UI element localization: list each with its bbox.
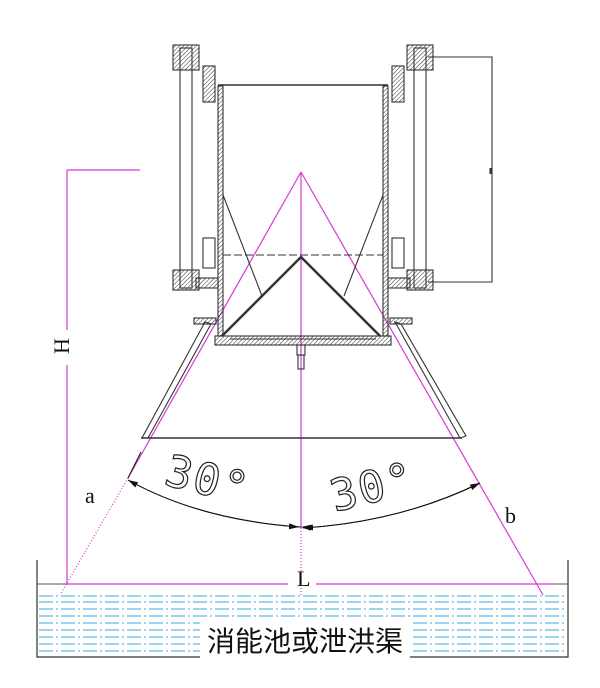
height-label: H bbox=[48, 338, 74, 354]
spray-device bbox=[141, 44, 493, 439]
side-b-label: b bbox=[505, 503, 516, 528]
pool-label: 消能池或泄洪渠 bbox=[200, 620, 410, 660]
side-a-label: a bbox=[85, 483, 95, 508]
construction-lines bbox=[59, 169, 555, 596]
length-label: L bbox=[297, 566, 311, 591]
angle-arc bbox=[127, 451, 481, 531]
